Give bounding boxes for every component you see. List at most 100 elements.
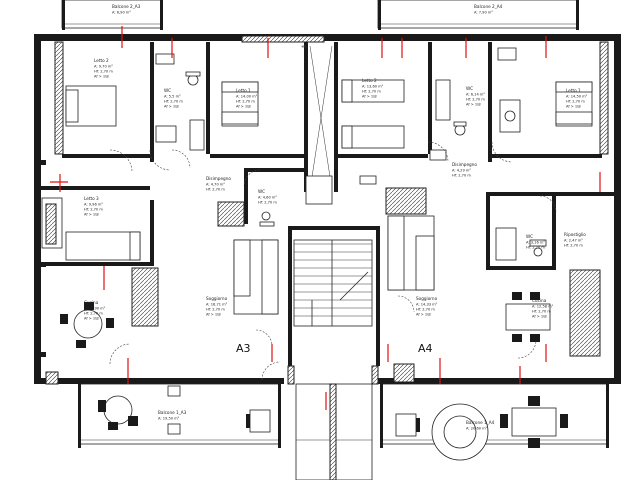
bed-letto1-a4 [555, 81, 593, 127]
room-name: Ripostiglio [564, 232, 586, 237]
room-measure: Af > 1\8 [236, 105, 251, 109]
room-measure: Hf: 2,70 m [94, 70, 113, 74]
room-name: Letto 3 [84, 196, 99, 201]
room-name: Letto 2 [362, 78, 377, 83]
room-measure: A: 12,58 m² [532, 305, 554, 309]
room-measure: Af > 1\8 [532, 315, 547, 319]
room-name: WC [164, 88, 171, 93]
unit-labels: A3 A4 [236, 342, 433, 355]
balcony-bottom-right [380, 383, 609, 448]
room-name: Soggiorno [416, 296, 438, 301]
room-name: Letto 1 [566, 88, 581, 93]
room-measure: A: 12,90 m² [84, 307, 106, 311]
door-swings [109, 141, 557, 381]
room-measure: A: 14,00 m² [236, 95, 258, 99]
balcony-bottom-left [78, 383, 281, 448]
bed-letto3 [65, 231, 141, 261]
room-name: Disimpegno [452, 162, 477, 167]
room-measure: Hf: 2,70 m [206, 308, 225, 312]
room-measure: A: 14,50 m² [566, 95, 588, 99]
bed-letto1-a3 [221, 81, 259, 127]
room-measure: Hf: 2,70 m [566, 100, 585, 104]
room-labels: Balcone 2_A3 A: 6,90 m² Balcone 2_A4 A: 7,9… [84, 4, 588, 431]
room-measure: Af > 1\8 [94, 75, 109, 79]
room-name: Balcone 2_A3 [112, 4, 141, 9]
room-measure: Hf: 2,70 m [466, 98, 485, 102]
room-measure: Hf: 2,70 m [362, 90, 381, 94]
room-measure: A: 9,96 m² [84, 203, 103, 207]
room-measure: Hf: 2,70 m [258, 201, 277, 205]
room-measure: A: 4,29 m² [452, 169, 471, 173]
room-measure: Hf: 2,70 m [526, 246, 545, 250]
room-measure: Hf: 2,70 m [84, 208, 103, 212]
room-name: Cucina [84, 300, 99, 305]
bed-letto2-a4 [341, 79, 405, 149]
room-name: WC [258, 189, 265, 194]
room-measure: A: 6,14 m² [466, 93, 485, 97]
window-markers [50, 26, 601, 410]
unit-label-a4: A4 [418, 342, 433, 355]
room-measure: A: 6,90 m² [112, 11, 131, 15]
room-measure: A: 16,71 m² [206, 303, 228, 307]
room-measure: Af > 1\8 [164, 105, 179, 109]
room-measure: A: 2,47 m² [564, 239, 583, 243]
room-measure: Hf: 2,70 m [452, 174, 471, 178]
room-name: Letto 1 [236, 88, 251, 93]
table-cucina-a4 [505, 292, 551, 342]
room-name: Letto 2 [94, 58, 109, 63]
room-name: Balcone 1_A4 [466, 420, 495, 425]
column-left [54, 41, 64, 155]
desk-a4 [359, 175, 377, 185]
room-name: Balcone 2_A4 [474, 4, 503, 9]
room-measure: A: 14,33 m² [416, 303, 438, 307]
room-measure: Af > 1\8 [566, 105, 581, 109]
room-name: WC [466, 86, 473, 91]
room-measure: Af > 1\8 [416, 313, 431, 317]
room-measure: Hf: 2,70 m [164, 100, 183, 104]
room-measure: Hf: 2,70 m [564, 244, 583, 248]
balcony-furniture-a4 [395, 396, 568, 461]
landing-bottom [295, 383, 373, 480]
sink-disimpegno-a4 [429, 149, 447, 161]
room-measure: Af > 1\8 [466, 103, 481, 107]
room-name: Cucina [532, 298, 547, 303]
room-measure: A: 20,60 m² [466, 427, 488, 431]
room-label-balcone-2a3: Balcone 2_A3 A: 6,90 m² [112, 4, 141, 15]
balcony-furniture-a3 [98, 385, 271, 435]
balcony-top-left [61, 0, 163, 30]
room-measure: Af > 1\8 [84, 317, 99, 321]
column-right [599, 41, 609, 155]
interior-walls [40, 42, 616, 385]
outer-walls [34, 34, 621, 384]
room-measure: A: 13,60 m² [362, 85, 384, 89]
room-measure: Af > 1\8 [206, 313, 221, 317]
room-name: Soggiorno [206, 296, 228, 301]
staircase [293, 239, 373, 327]
table-cucina-a3 [60, 302, 114, 348]
room-measure: Hf: 2,70 m [206, 188, 225, 192]
bathroom-fixtures [155, 47, 547, 261]
room-measure: Hf: 2,70 m [416, 308, 435, 312]
room-measure: A: 4,60 m² [258, 196, 277, 200]
room-name: Disimpegno [206, 176, 231, 181]
bed-letto2 [65, 85, 117, 127]
room-measure: A: 19,50 m² [158, 417, 180, 421]
room-measure: A: 9,70 m² [94, 65, 113, 69]
room-measure: A: 7,90 m² [474, 11, 493, 15]
room-measure: Af > 1\8 [362, 95, 377, 99]
room-label-balcone-1a3: Balcone 1_A3A: 19,50 m² [158, 410, 187, 421]
room-measure: Hf: 2,70 m [236, 100, 255, 104]
